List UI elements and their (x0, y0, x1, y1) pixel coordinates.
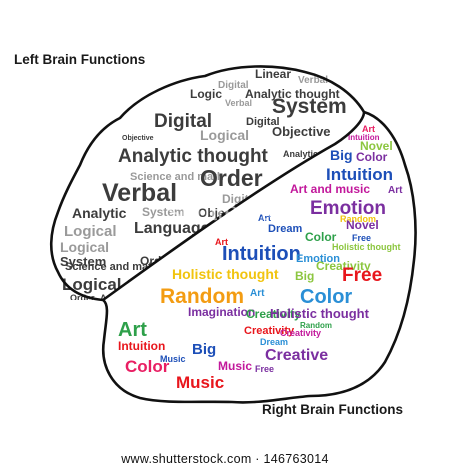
watermark-text: shutterstock (168, 196, 309, 226)
right-word: Art and music (290, 182, 370, 196)
right-word: Art (258, 213, 271, 223)
right-word: Art (362, 124, 375, 134)
left-word: Objective (272, 124, 331, 139)
right-word: Intuition (326, 165, 393, 184)
left-word: Science and math (65, 261, 159, 273)
right-word: Creativity (244, 325, 295, 337)
right-brain-title: Right Brain Functions (262, 402, 403, 417)
right-word: Holistic thought (270, 306, 370, 321)
right-word: Color (125, 357, 170, 376)
left-word: Verbal (298, 75, 328, 86)
right-word: Music (176, 373, 224, 392)
left-word: Logical (60, 239, 109, 255)
right-word: Free (255, 364, 274, 374)
right-word: Novel (346, 218, 379, 232)
left-word: Science and math (130, 171, 224, 183)
left-word: Analytic (283, 149, 318, 159)
right-word: Random (300, 321, 332, 330)
left-word: Digital (246, 116, 280, 128)
left-word: Logic (86, 305, 118, 319)
right-word: Random (340, 214, 376, 224)
right-word: Dream (268, 223, 302, 235)
right-word: Art (118, 319, 147, 341)
left-word: Digital (218, 80, 249, 91)
right-word: Big (295, 269, 314, 283)
right-word: Big (330, 147, 353, 163)
left-word: Order (182, 254, 209, 265)
image-credit: www.shutterstock.com · 146763014 (121, 452, 329, 466)
left-word: Analytic thought (118, 146, 269, 167)
left-word: Logical (62, 275, 122, 294)
right-word: Novel (360, 139, 393, 153)
right-word: Holistic thought (332, 242, 401, 252)
right-word: Dream (260, 337, 288, 347)
left-word: Verbal (102, 179, 177, 207)
left-word: Digital (154, 111, 212, 132)
brain-outline (49, 65, 417, 404)
right-word: Emotion (310, 198, 386, 219)
right-word: Imagination (188, 305, 255, 319)
left-word: Logic (190, 87, 222, 101)
right-word: Intuition (348, 133, 380, 142)
left-word: Linear (255, 67, 291, 81)
left-word: System (272, 95, 347, 118)
right-word: Art (388, 185, 403, 196)
left-word: Analytic thought (245, 87, 340, 101)
left-word: Logical (200, 127, 249, 143)
right-word: Creativity (246, 307, 301, 321)
left-word: Logical (64, 223, 117, 240)
right-word: Creativity (280, 328, 321, 338)
right-word: Color (305, 230, 337, 244)
right-word: Creative (265, 347, 328, 364)
left-word: System (142, 205, 185, 219)
right-word: Color (300, 286, 352, 308)
credit-bar (0, 448, 450, 470)
right-word: Art (250, 288, 265, 299)
right-word: Free (342, 265, 382, 286)
left-brain-title: Left Brain Functions (14, 52, 146, 67)
left-word: Language (134, 220, 210, 237)
right-word: Color (356, 150, 388, 164)
left-word: Verbal (225, 98, 252, 108)
right-word: Music (218, 359, 252, 373)
right-word: Big (192, 341, 216, 358)
right-word: Emotion (296, 253, 340, 265)
right-word: Art (215, 237, 228, 247)
right-word: Creativity (316, 259, 371, 273)
left-word: Objective (122, 135, 154, 142)
left-word: System (60, 254, 106, 269)
right-word: Music (160, 354, 186, 364)
right-word: Intuition (222, 243, 301, 265)
right-word: Holistic thought (172, 266, 279, 282)
right-word: Intuition (118, 339, 165, 353)
right-word: Free (352, 233, 371, 243)
left-word: Order (200, 165, 263, 191)
hemisphere-divider (102, 111, 366, 302)
left-word: Analytic (72, 205, 127, 221)
right-word: Random (160, 285, 244, 308)
